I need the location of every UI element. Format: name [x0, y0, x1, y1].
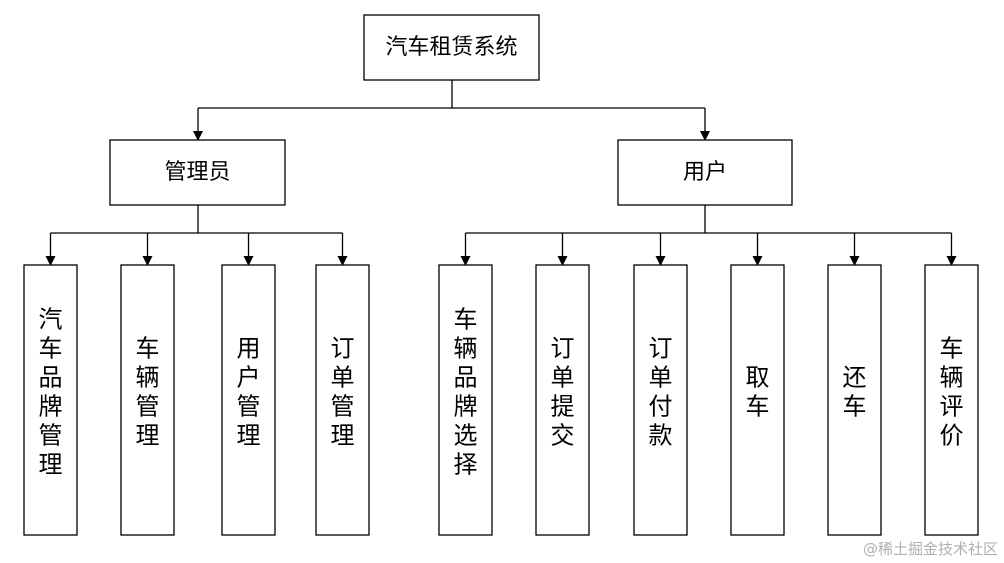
connectors: [45, 80, 957, 266]
leaf-node-1-5: 车辆评价: [924, 264, 979, 536]
leaf-label-1-3: 取车: [746, 364, 770, 421]
leaf-node-0-1: 车辆管理: [120, 264, 175, 536]
leaf-node-1-0: 车辆品牌选择: [438, 264, 493, 536]
leaf-label-1-1: 订单提交: [551, 335, 575, 450]
leaf-label-1-0: 车辆品牌选择: [454, 306, 478, 479]
leaf-label-1-2: 订单付款: [649, 335, 673, 450]
leaf-node-1-1: 订单提交: [535, 264, 590, 536]
leaf-node-1-3-frame: [730, 264, 785, 536]
leaf-node-0-0: 汽车品牌管理: [23, 264, 78, 536]
leaf-node-0-3: 订单管理: [315, 264, 370, 536]
leaf-node-1-5-frame: [924, 264, 979, 536]
root-label: 汽车租赁系统: [385, 35, 517, 60]
leaf-label-1-4: 还车: [843, 364, 867, 421]
leaf-label-1-5: 车辆评价: [940, 335, 964, 450]
branch-label-0: 管理员: [164, 160, 230, 185]
leaf-node-0-0-frame: [23, 264, 78, 536]
leaf-node-0-3-frame: [315, 264, 370, 536]
leaf-node-1-0-frame: [438, 264, 493, 536]
root-node: 汽车租赁系统: [363, 14, 540, 81]
leaf-label-0-2: 用户管理: [237, 335, 261, 450]
leaf-node-0-2-frame: [221, 264, 276, 536]
branch-node-0-frame: [109, 139, 286, 206]
leaf-label-0-0: 汽车品牌管理: [39, 306, 63, 479]
branch-node-0: 管理员: [109, 139, 286, 206]
branch-node-1: 用户: [617, 139, 793, 206]
leaf-node-1-1-frame: [535, 264, 590, 536]
leaf-node-0-1-frame: [120, 264, 175, 536]
leaf-node-1-4-frame: [827, 264, 882, 536]
branch-node-1-frame: [617, 139, 793, 206]
branch-label-1: 用户: [683, 160, 727, 185]
watermark: @稀土掘金技术社区: [862, 540, 998, 558]
leaf-node-0-2: 用户管理: [221, 264, 276, 536]
root-node-frame: [363, 14, 540, 81]
leaf-node-1-2: 订单付款: [633, 264, 688, 536]
leaf-node-1-2-frame: [633, 264, 688, 536]
leaf-node-1-3: 取车: [730, 264, 785, 536]
leaf-node-1-4: 还车: [827, 264, 882, 536]
leaf-label-0-3: 订单管理: [331, 335, 355, 450]
leaf-label-0-1: 车辆管理: [136, 335, 160, 450]
